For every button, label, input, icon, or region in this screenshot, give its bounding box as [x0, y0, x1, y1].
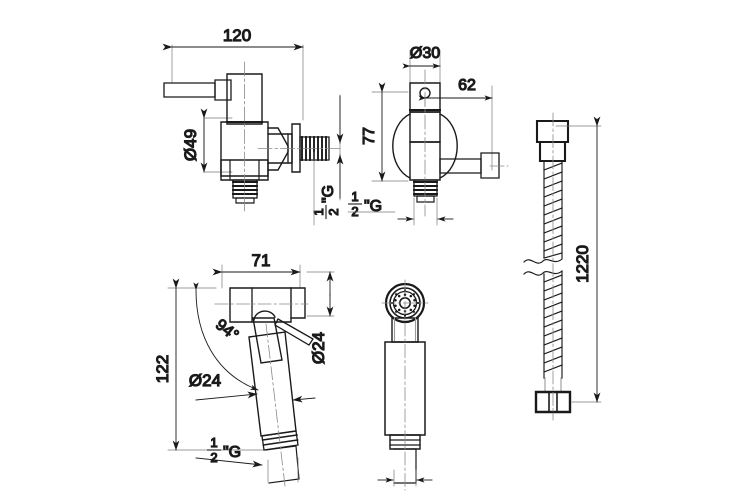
valve-flange-arc-right	[439, 113, 458, 179]
dimension-sprayer-thread: 1 2 "G	[195, 434, 299, 483]
valve-side-centerlines	[244, 61, 341, 213]
sprayer-outlet-stub	[265, 445, 300, 484]
dimension-valve-front-thread: 1 2 "G	[347, 188, 396, 220]
dimension-angle-94	[193, 282, 259, 391]
hose-top-nut-upper	[535, 119, 570, 144]
valve-front-thread-hatch	[413, 181, 438, 195]
sprayer-front-view	[377, 279, 433, 491]
hose-tail	[544, 377, 562, 393]
hose-view: 1220	[523, 112, 602, 421]
valve-lever-neck	[214, 79, 232, 101]
dimension-71-label: 71	[252, 251, 271, 270]
sprayer-head-tail	[290, 287, 306, 319]
sprayer-centerlines	[214, 303, 309, 487]
thread-denominator: 2	[326, 208, 341, 215]
dimension-angle-94-label: 94°	[211, 316, 242, 345]
sprayer-thread-denominator: 2	[210, 450, 217, 465]
valve-lower-socket	[220, 159, 269, 181]
valve-lever-handle	[163, 82, 216, 98]
dimension-d30-label: Ø30	[410, 45, 440, 62]
dimension-122-label: 122	[153, 355, 172, 383]
sprayer-front-collar	[389, 434, 421, 450]
dimension-d24-body-label: Ø24	[189, 371, 221, 390]
thread-front-suffix: "G	[364, 198, 382, 215]
dimension-valve-outlet-thread: 1 2 "G	[310, 151, 342, 226]
dimension-120-label: 120	[223, 26, 251, 45]
valve-flange	[291, 123, 301, 173]
valve-right-thread-outline	[299, 136, 330, 161]
thread-numerator: 1	[311, 208, 326, 215]
dimension-1220-label: 1220	[573, 245, 592, 283]
valve-bonnet	[226, 73, 263, 125]
thread-suffix: "G	[320, 185, 337, 203]
valve-front-view: Ø30 77 62	[347, 44, 509, 226]
valve-bottom-thread-outline	[232, 179, 258, 199]
sprayer-side-view: 71 122 Ø24	[152, 250, 335, 487]
valve-bottom-thread-hatch	[232, 181, 258, 195]
dimension-d24-head-label: Ø24	[309, 332, 328, 364]
thread-front-denominator: 2	[351, 204, 358, 219]
dimension-d24-body	[195, 391, 316, 403]
hose-top-nut-lower	[538, 140, 567, 163]
hose-bottom-nut	[534, 390, 572, 414]
dimension-d49-label: Ø49	[181, 129, 200, 161]
valve-front-lever-arm	[439, 158, 482, 174]
thread-front-numerator: 1	[351, 189, 358, 204]
sprayer-thread-numerator: 1	[210, 435, 217, 450]
svg-text:94°: 94°	[212, 316, 242, 344]
valve-flange-arc-left	[392, 113, 411, 179]
sprayer-neck	[252, 317, 283, 364]
valve-front-body-lower	[409, 141, 441, 181]
sprayer-head-block	[229, 287, 292, 323]
dimension-62-label: 62	[458, 77, 476, 94]
valve-side-view: 120 Ø49	[162, 25, 344, 226]
sprayer-trigger-lever	[274, 318, 314, 346]
sprayer-front-body	[384, 341, 426, 436]
valve-front-centerlines	[424, 69, 509, 217]
valve-front-lever-grip	[480, 152, 500, 179]
sprayer-body	[248, 331, 297, 437]
sprayer-front-centerlines	[381, 279, 429, 491]
dimension-77-label: 77	[361, 127, 378, 145]
sprayer-thread-suffix: "G	[223, 444, 241, 461]
hose-break-symbol	[523, 258, 563, 276]
